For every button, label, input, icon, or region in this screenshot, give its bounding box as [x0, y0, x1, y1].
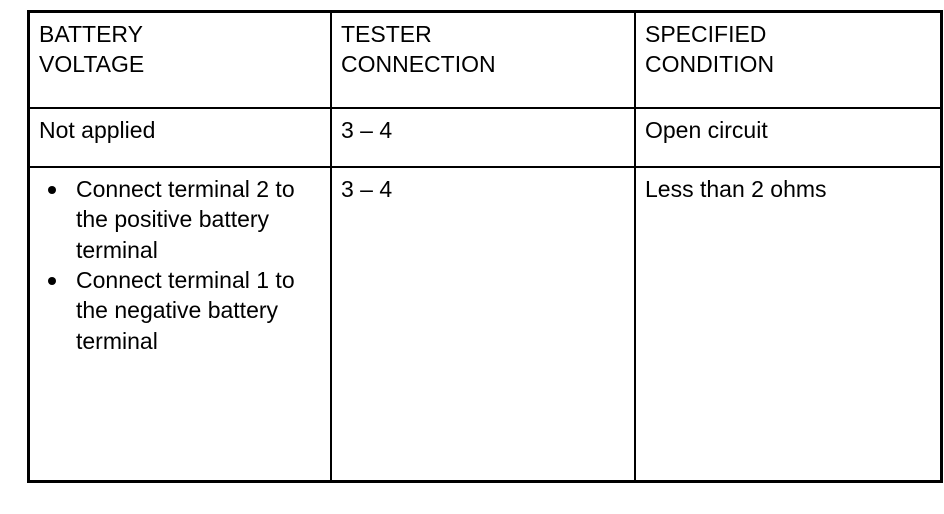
cell-battery-voltage-row2: Connect terminal 2 to the positive batte…	[28, 167, 332, 482]
bullet-icon	[48, 185, 56, 194]
cell-tester-connection-row1: 3 – 4	[331, 108, 636, 168]
header-tester-connection-line2: CONNECTION	[341, 51, 496, 78]
header-cell-tester-connection: TESTER CONNECTION	[331, 11, 636, 109]
specified-condition-value-row1: Open circuit	[645, 117, 768, 143]
battery-voltage-bullet-list: Connect terminal 2 to the positive batte…	[39, 174, 321, 356]
header-tester-connection-line1: TESTER	[341, 21, 432, 47]
cell-specified-condition-row1: Open circuit	[635, 108, 942, 168]
list-item: Connect terminal 1 to the negative batte…	[39, 265, 321, 356]
specified-condition-value-row2: Less than 2 ohms	[645, 176, 827, 202]
battery-voltage-value-row1: Not applied	[39, 117, 156, 143]
header-cell-specified-condition: SPECIFIED CONDITION	[635, 11, 942, 109]
header-battery-voltage-line1: BATTERY	[39, 21, 143, 47]
cell-battery-voltage-row1: Not applied	[28, 108, 332, 168]
bullet-icon	[48, 276, 56, 285]
header-specified-condition-line1: SPECIFIED	[645, 21, 767, 47]
header-battery-voltage-line2: VOLTAGE	[39, 51, 145, 78]
header-specified-condition-line2: CONDITION	[645, 51, 775, 78]
header-cell-battery-voltage: BATTERY VOLTAGE	[28, 11, 332, 109]
tester-connection-value-row1: 3 – 4	[341, 117, 393, 143]
specification-table: BATTERY VOLTAGE TESTER CONNECTION SPECIF…	[27, 10, 943, 483]
list-item: Connect terminal 2 to the positive batte…	[39, 174, 321, 265]
tester-connection-value-row2: 3 – 4	[341, 176, 393, 202]
cell-tester-connection-row2: 3 – 4	[331, 167, 636, 482]
cell-specified-condition-row2: Less than 2 ohms	[635, 167, 942, 482]
table-header-row: BATTERY VOLTAGE TESTER CONNECTION SPECIF…	[28, 11, 942, 109]
bullet-text-2: Connect terminal 1 to the negative batte…	[76, 267, 295, 354]
table-row: Connect terminal 2 to the positive batte…	[28, 167, 942, 482]
table-row: Not applied 3 – 4 Open circuit	[28, 108, 942, 168]
bullet-text-1: Connect terminal 2 to the positive batte…	[76, 176, 295, 263]
